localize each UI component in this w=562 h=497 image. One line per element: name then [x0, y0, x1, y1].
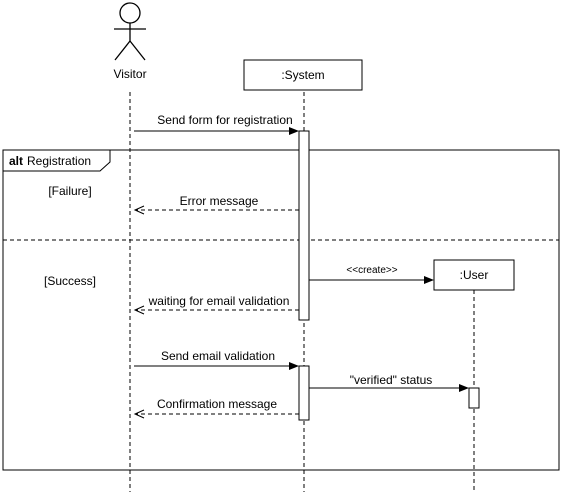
system-participant-box [243, 59, 363, 91]
guard-failure: [Failure] [48, 184, 91, 198]
user-activation-bar [468, 387, 480, 409]
visitor-actor-icon [114, 2, 146, 61]
message-error [133, 205, 299, 215]
message-waiting [133, 305, 299, 315]
visitor-label: Visitor [113, 67, 146, 81]
message-verified-label: "verified" status [350, 373, 433, 387]
message-create [309, 276, 434, 284]
message-verified [309, 384, 469, 392]
system-activation-bar-2 [298, 365, 310, 421]
message-create-label: <<create>> [346, 265, 397, 276]
message-confirmation-label: Confirmation message [157, 397, 277, 411]
message-send-email-label: Send email validation [161, 349, 275, 363]
message-send-form-label: Send form for registration [157, 113, 292, 127]
message-confirmation [133, 409, 299, 419]
user-participant-box [433, 259, 515, 291]
alt-fragment-heading: alt Registration [9, 154, 91, 168]
guard-success: [Success] [44, 274, 96, 288]
message-error-label: Error message [180, 194, 259, 208]
alt-fragment-tab [2, 149, 111, 172]
message-send-form [134, 127, 299, 135]
user-participant-label: :User [460, 268, 489, 282]
system-participant-label: :System [281, 68, 324, 82]
message-send-email [134, 362, 299, 370]
alt-fragment-frame [2, 149, 560, 471]
alt-operator: alt [9, 154, 23, 168]
alt-fragment-name: Registration [27, 154, 91, 168]
message-waiting-label: waiting for email validation [148, 294, 290, 308]
system-activation-bar-1 [298, 130, 310, 321]
